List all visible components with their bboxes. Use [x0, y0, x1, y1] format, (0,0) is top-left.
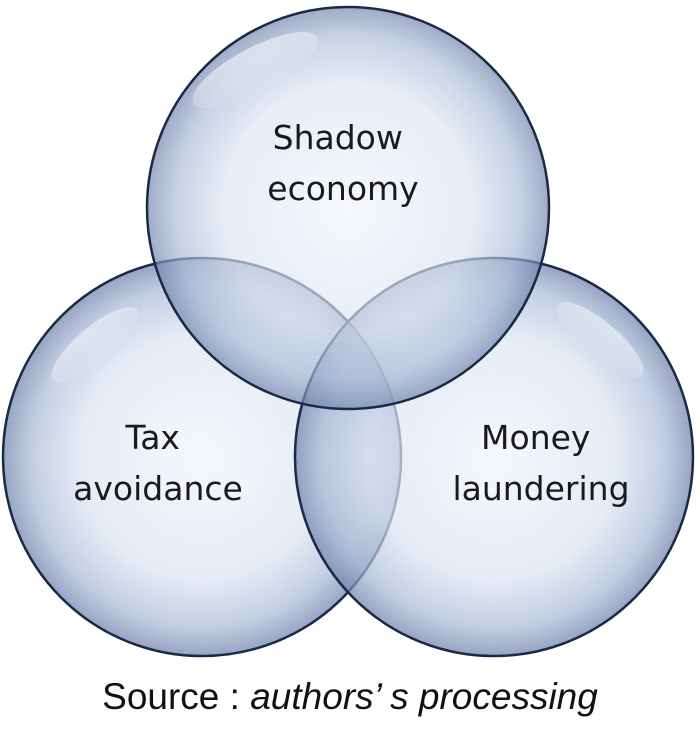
- highlight-left: [51, 307, 139, 383]
- highlight-right: [556, 302, 644, 378]
- label-shadow-line1: Shadow: [273, 118, 403, 157]
- caption-source-italic: authors’ s processing: [250, 676, 598, 717]
- label-money-line2: laundering: [452, 469, 629, 508]
- label-shadow-economy: Shadow economy: [267, 118, 418, 208]
- label-money-line1: Money: [481, 418, 590, 457]
- caption-prefix: Source :: [102, 676, 251, 717]
- highlight-top: [192, 31, 318, 109]
- label-tax-avoidance: Tax avoidance: [73, 418, 243, 508]
- circle-shadow-economy: [145, 5, 551, 411]
- circle-top-group: [145, 5, 551, 411]
- label-money-laundering: Money laundering: [452, 418, 629, 508]
- label-shadow-line2: economy: [267, 169, 418, 208]
- venn-diagram: Shadow economy Tax avoidance Money laund…: [1, 5, 695, 658]
- source-caption: Source : authors’ s processing: [0, 676, 700, 718]
- label-tax-line2: avoidance: [73, 469, 243, 508]
- label-tax-line1: Tax: [125, 418, 180, 457]
